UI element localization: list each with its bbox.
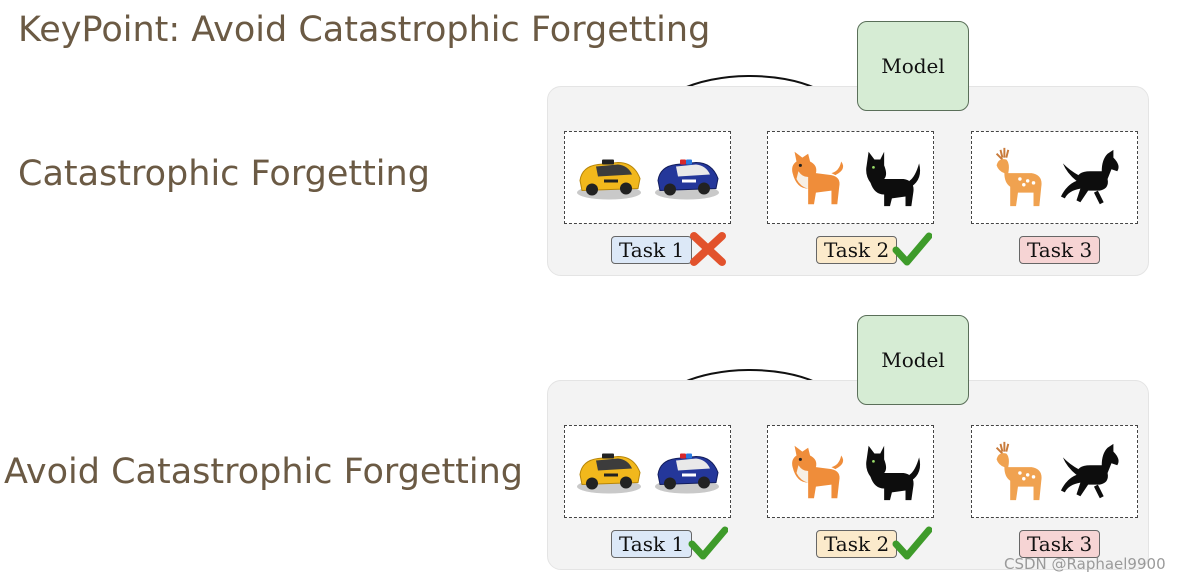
task-3-images bbox=[971, 425, 1138, 518]
check-icon bbox=[892, 526, 932, 560]
horse-image bbox=[1059, 144, 1127, 212]
horse-image bbox=[1059, 438, 1127, 506]
dog-image bbox=[779, 438, 847, 506]
police-car-image bbox=[652, 150, 722, 205]
watermark: CSDN @Raphael9900 bbox=[1004, 555, 1166, 573]
check-icon bbox=[688, 526, 728, 560]
cat-image bbox=[855, 144, 923, 212]
deer-image bbox=[983, 438, 1051, 506]
task-2-label: Task 2 bbox=[816, 236, 898, 264]
cat-image bbox=[855, 438, 923, 506]
task-1-images bbox=[564, 425, 731, 518]
model-box: Model bbox=[857, 21, 969, 111]
task-2-label: Task 2 bbox=[816, 530, 898, 558]
task-3-images bbox=[971, 131, 1138, 224]
taxi-car-image bbox=[574, 150, 644, 205]
dog-image bbox=[779, 144, 847, 212]
check-icon bbox=[892, 232, 932, 266]
task-1-images bbox=[564, 131, 731, 224]
deer-image bbox=[983, 144, 1051, 212]
task-2-images bbox=[767, 131, 934, 224]
cross-icon bbox=[690, 232, 726, 266]
row-label: Avoid Catastrophic Forgetting bbox=[4, 452, 524, 492]
task-3-label: Task 3 bbox=[1019, 236, 1101, 264]
taxi-car-image bbox=[574, 444, 644, 499]
police-car-image bbox=[652, 444, 722, 499]
task-3-label: Task 3 bbox=[1019, 530, 1101, 558]
model-box: Model bbox=[857, 315, 969, 405]
task-1-label: Task 1 bbox=[611, 236, 693, 264]
task-2-images bbox=[767, 425, 934, 518]
row-label: Catastrophic Forgetting bbox=[18, 154, 430, 194]
task-1-label: Task 1 bbox=[611, 530, 693, 558]
slide-title: KeyPoint: Avoid Catastrophic Forgetting bbox=[18, 10, 711, 50]
